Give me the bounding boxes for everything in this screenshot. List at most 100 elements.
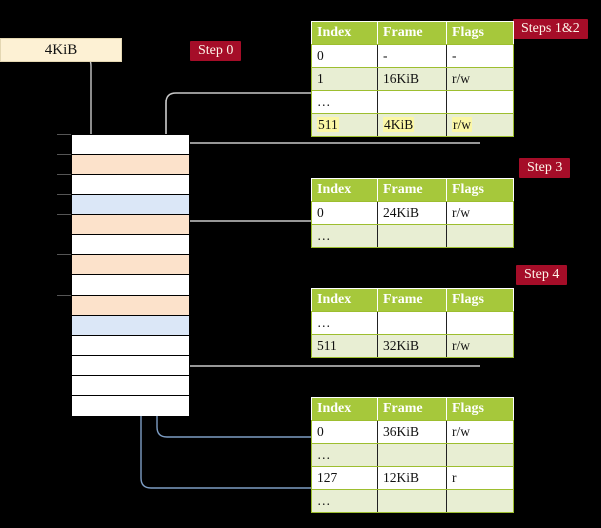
step-badge-step-3: Step 3 (519, 158, 571, 179)
cell-index: 511 (311, 334, 378, 358)
step-badge-steps-1-2: Steps 1&2 (513, 19, 588, 40)
cell-flags: r/w (446, 201, 514, 225)
cell-flags (446, 489, 514, 513)
cell-index: … (311, 224, 378, 248)
cell-index: … (311, 443, 378, 467)
cell-index: 0 (311, 44, 378, 68)
column-header-index: Index (311, 178, 378, 202)
request-size-box: 4KiB (0, 38, 122, 62)
table-row: 0-- (311, 44, 514, 68)
cell-flags: r (446, 466, 514, 490)
memory-scale-tick (57, 154, 71, 156)
memory-scale-tick (57, 294, 71, 296)
cell-frame: 12KiB (377, 466, 447, 490)
column-header-flags: Flags (446, 397, 514, 421)
request-size-label: 4KiB (44, 41, 78, 58)
cell-frame: 4KiB (377, 113, 447, 137)
column-header-flags: Flags (446, 21, 514, 45)
column-header-frame: Frame (377, 178, 447, 202)
column-header-flags: Flags (446, 178, 514, 202)
physical-memory-column (71, 134, 190, 416)
highlighted-value: 511 (317, 117, 339, 132)
cell-flags (446, 90, 514, 114)
memory-block-row (72, 375, 189, 396)
memory-block-row (72, 155, 189, 176)
memory-block-row (72, 275, 189, 296)
memory-block-row (72, 335, 189, 356)
cell-frame (377, 311, 447, 335)
cell-flags: r/w (446, 67, 514, 91)
table-row: … (311, 443, 514, 467)
cell-index: 127 (311, 466, 378, 490)
table-row: … (311, 90, 514, 114)
memory-scale-tick (57, 194, 71, 196)
table-row: … (311, 224, 514, 248)
cell-frame: - (377, 44, 447, 68)
memory-scale-tick (57, 214, 71, 216)
cell-index: 0 (311, 420, 378, 444)
table-row: … (311, 489, 514, 513)
memory-block-row (72, 135, 189, 156)
highlighted-value: 4KiB (383, 117, 415, 132)
cell-index: … (311, 489, 378, 513)
cell-index: 511 (311, 113, 378, 137)
column-header-index: Index (311, 288, 378, 312)
cell-frame: 32KiB (377, 334, 447, 358)
memory-scale-tick (57, 134, 71, 135)
cell-flags (446, 224, 514, 248)
column-header-flags: Flags (446, 288, 514, 312)
cell-flags (446, 311, 514, 335)
column-header-frame: Frame (377, 21, 447, 45)
column-header-frame: Frame (377, 397, 447, 421)
step-badge-step-4: Step 4 (516, 265, 568, 286)
memory-scale-tick (57, 174, 71, 176)
memory-block-row (72, 235, 189, 256)
cell-frame: 16KiB (377, 67, 447, 91)
step-badge-step-0: Step 0 (190, 41, 242, 62)
memory-block-row (72, 255, 189, 276)
highlighted-value: r/w (452, 117, 472, 132)
column-header-index: Index (311, 21, 378, 45)
cell-index: … (311, 311, 378, 335)
column-header-index: Index (311, 397, 378, 421)
cell-flags: - (446, 44, 514, 68)
memory-scale-tick (57, 254, 71, 256)
memory-block-row (72, 175, 189, 196)
memory-block-row (72, 295, 189, 316)
cell-flags: r/w (446, 334, 514, 358)
cell-index: 1 (311, 67, 378, 91)
memory-block-row (72, 315, 189, 336)
cell-index: 0 (311, 201, 378, 225)
cell-flags (446, 443, 514, 467)
cell-flags: r/w (446, 113, 514, 137)
cell-frame (377, 90, 447, 114)
cell-frame: 24KiB (377, 201, 447, 225)
memory-block-row (72, 395, 189, 416)
cell-frame: 36KiB (377, 420, 447, 444)
cell-index: … (311, 90, 378, 114)
cell-frame (377, 224, 447, 248)
cell-frame (377, 443, 447, 467)
cell-flags: r/w (446, 420, 514, 444)
memory-block-row (72, 355, 189, 376)
cell-frame (377, 489, 447, 513)
memory-block-row (72, 215, 189, 236)
table-row: 511 4KiB r/w (311, 113, 514, 137)
memory-block-row (72, 195, 189, 216)
